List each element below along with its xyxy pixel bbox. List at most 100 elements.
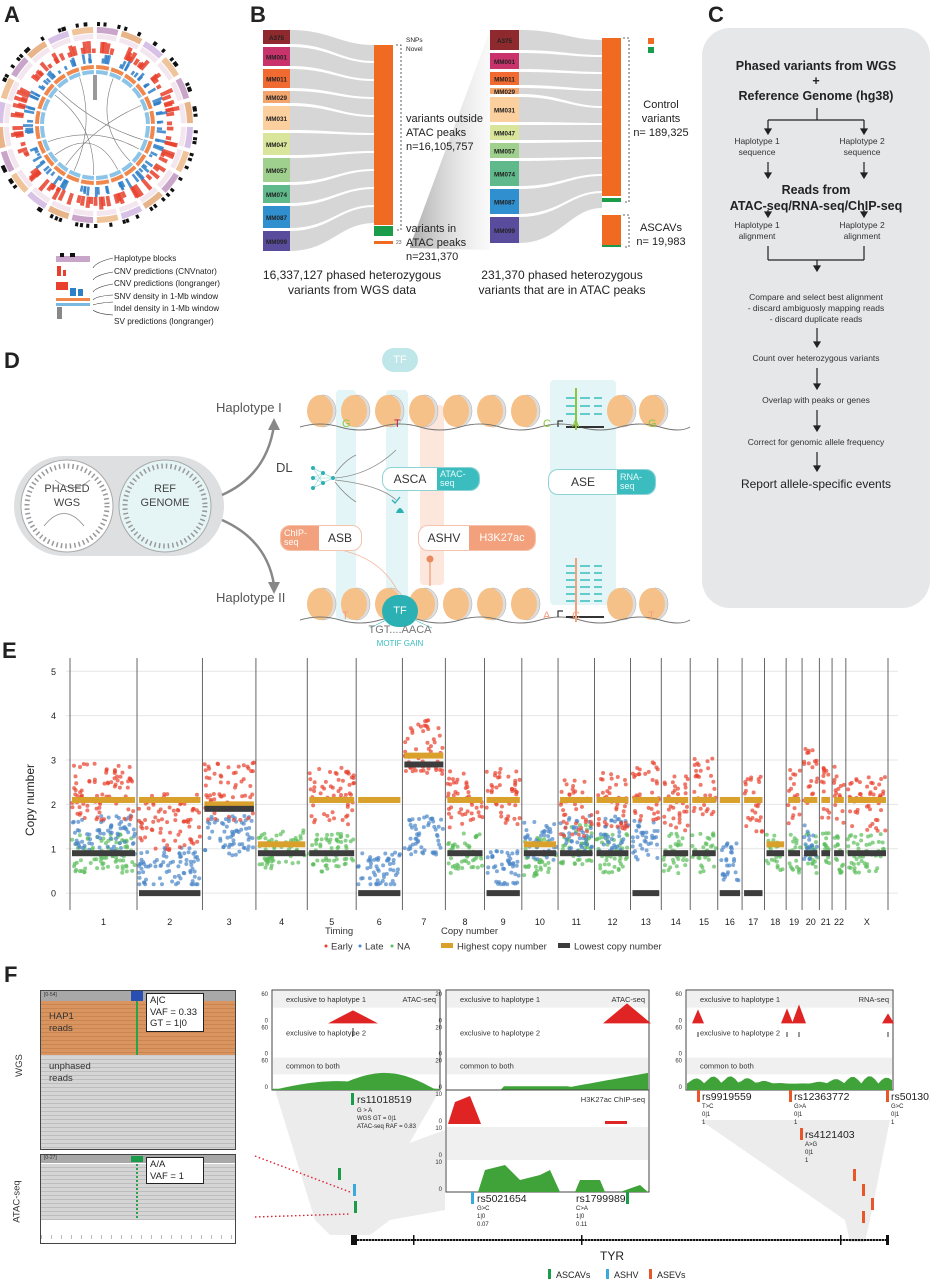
point-late [525, 833, 530, 838]
point-na [318, 844, 323, 849]
dl-prediction-arrow [334, 454, 357, 475]
left-caption-line2: variants from WGS data [287, 283, 417, 297]
point-early [700, 812, 705, 817]
circos-cnv [47, 63, 53, 69]
point-late [127, 822, 132, 827]
track-scale-min: 0 [265, 1085, 269, 1091]
point-na [480, 863, 485, 868]
point-early [416, 722, 421, 727]
point-late [486, 865, 491, 870]
circos-cnv [68, 45, 76, 57]
point-late [246, 837, 251, 842]
unphased-reads [41, 1056, 235, 1149]
x-tick-label: 17 [748, 917, 758, 927]
hap1-peak [692, 1009, 704, 1024]
point-na [624, 832, 629, 837]
point-early [312, 820, 317, 825]
point-early [573, 821, 578, 826]
point-early [493, 771, 498, 776]
point-na [853, 870, 858, 875]
point-late [98, 831, 103, 836]
chip-hap1-peak [448, 1096, 481, 1124]
point-na [320, 858, 325, 863]
highest-cn-segment [719, 796, 741, 803]
b-left-caption: 16,337,127 phased heterozygous variants … [252, 268, 452, 298]
common-coverage [687, 1076, 892, 1090]
track-row-band [447, 991, 648, 1008]
point-na [543, 863, 548, 868]
circos-block [117, 24, 121, 30]
point-early [138, 820, 143, 825]
point-na [698, 870, 703, 875]
point-na [120, 864, 125, 869]
point-early [236, 764, 241, 769]
point-early [753, 810, 758, 815]
point-early [211, 792, 216, 797]
point-early [809, 778, 814, 783]
point-early [879, 808, 884, 813]
circos-block [187, 157, 193, 162]
ase-box: ASE RNA- seq [548, 469, 656, 495]
point-na [671, 860, 676, 865]
in-label-line1: variants in [406, 223, 457, 235]
point-early [410, 728, 415, 733]
point-late [644, 835, 649, 840]
point-early [218, 773, 223, 778]
circos-chrom-arc [118, 37, 139, 50]
point-late [630, 835, 635, 840]
point-early [788, 767, 793, 772]
point-early [621, 813, 626, 818]
sankey-flow [290, 171, 374, 203]
point-early [868, 792, 873, 797]
point-na [121, 858, 126, 863]
point-na [703, 841, 708, 846]
point-early [250, 761, 255, 766]
point-early [684, 809, 689, 814]
legend-haplotype-blocks: Haplotype blocks [114, 254, 177, 263]
point-na [787, 861, 792, 866]
point-late [188, 870, 193, 875]
point-late [532, 819, 537, 824]
point-late [116, 815, 121, 820]
point-early [879, 776, 884, 781]
circos-cnv [37, 70, 45, 77]
circos-chrom-arc [0, 150, 15, 173]
circos-chrom-arc [7, 148, 20, 169]
point-na [612, 864, 617, 869]
highest-cn-segment [204, 801, 254, 808]
point-early [464, 780, 469, 785]
point-early [102, 781, 107, 786]
point-early [810, 748, 815, 753]
lowest-cn-segment [744, 890, 763, 897]
left-caption-line1: 16,337,127 phased heterozygous [262, 268, 442, 282]
point-early [349, 775, 354, 780]
point-late [131, 827, 136, 832]
point-na [74, 868, 79, 873]
point-na [859, 832, 864, 837]
lowest-cn-segment [596, 850, 629, 857]
circos-cnv-loss [33, 147, 39, 152]
point-early [638, 817, 643, 822]
point-early [743, 782, 748, 787]
point-early [849, 780, 854, 785]
circos-cnv [123, 46, 133, 61]
circos-block [103, 22, 107, 27]
point-early [447, 776, 452, 781]
hap2-aln-line2: alignment [843, 231, 881, 241]
y-tick-label: 5 [51, 667, 56, 677]
exon-4 [840, 1235, 842, 1245]
circos-cnv [19, 87, 31, 96]
point-na [624, 855, 629, 860]
legend-late-marker [358, 944, 362, 948]
point-na [876, 839, 881, 844]
circos-block [192, 108, 198, 112]
point-na [766, 861, 771, 866]
point-early [865, 784, 870, 789]
highest-cn-segment [309, 796, 355, 803]
point-early [212, 771, 217, 776]
point-late [122, 839, 127, 844]
circos-block [57, 27, 62, 33]
point-early [470, 802, 475, 807]
point-na [710, 843, 715, 848]
ref-line1: REF [154, 483, 176, 495]
